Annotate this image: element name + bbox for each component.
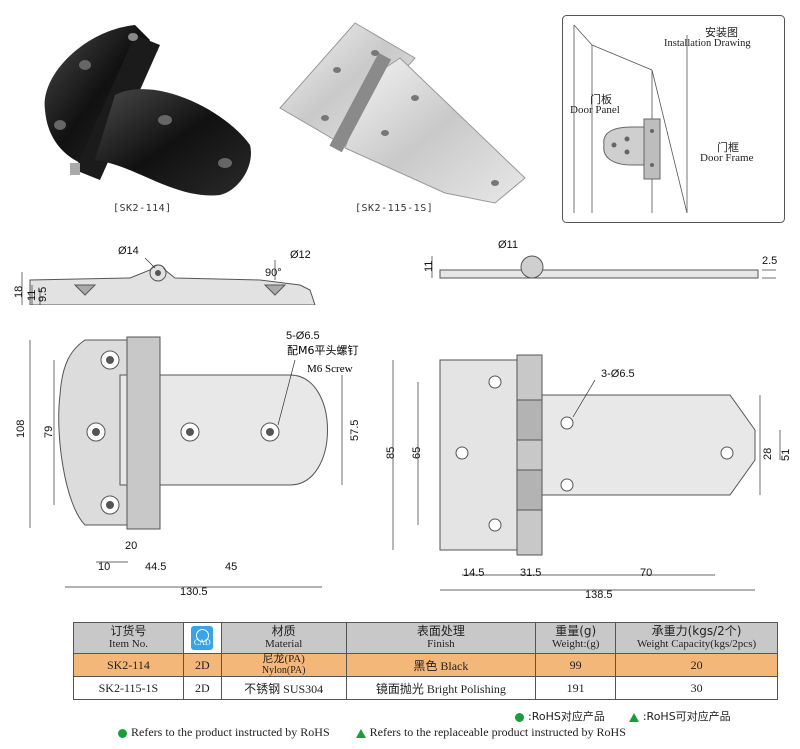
screw-note-en: M6 Screw — [307, 363, 353, 375]
dim-d14: Ø14 — [118, 245, 139, 257]
dim-h11: 11 — [26, 290, 38, 301]
dim-h18: 18 — [13, 286, 25, 298]
dim-w10: 10 — [98, 561, 110, 573]
black-hinge-photo — [25, 15, 260, 205]
dim-w315: 31.5 — [520, 567, 541, 579]
dim-h11-right: 11 — [423, 261, 435, 272]
dim-h65: 65 — [411, 447, 423, 459]
dim-90deg: 90° — [265, 267, 282, 279]
black-hinge-caption: [SK2-114] — [113, 203, 172, 214]
install-title-cn: 安装图 — [705, 26, 738, 39]
rohs-triangle-icon — [355, 728, 366, 738]
dim-t25: 2.5 — [762, 255, 777, 267]
door-frame-en: Door Frame — [700, 152, 754, 164]
dim-h51: 51 — [780, 449, 792, 461]
rohs-triangle-icon — [628, 712, 639, 722]
dim-h79: 79 — [43, 426, 55, 438]
dim-holes-left: 5-Ø6.5 — [286, 330, 320, 342]
dim-w445: 44.5 — [145, 561, 166, 573]
cell-item: SK2-115-1S — [73, 676, 184, 700]
dim-d11: Ø11 — [498, 239, 518, 251]
door-panel-en: Door Panel — [570, 104, 620, 116]
dim-w1305: 130.5 — [180, 586, 208, 598]
installation-drawing: 安装图 Installation Drawing 门板 Door Panel 门… — [562, 15, 785, 223]
cell-weight: 191 — [535, 676, 617, 700]
dim-h108: 108 — [15, 420, 27, 438]
dim-h85: 85 — [385, 447, 397, 459]
dim-w145: 14.5 — [463, 567, 484, 579]
header-weight: 重量(g)Weight:(g) — [535, 622, 617, 654]
dim-d12: Ø12 — [290, 249, 311, 261]
header-capacity: 承重力(kgs/2个)Weight Capacity(kgs/2pcs) — [615, 622, 778, 654]
front-view-right: 3-Ø6.5 85 65 28 51 14.5 31.5 70 138.5 — [385, 345, 795, 605]
rohs-dot-icon — [118, 728, 127, 738]
cell-cad[interactable]: 2D — [182, 653, 222, 677]
front-view-left: 5-Ø6.5 配M6平头螺钉 M6 Screw 108 79 57.5 20 1… — [0, 325, 390, 605]
dim-holes-right: 3-Ø6.5 — [601, 368, 635, 380]
cell-weight: 99 — [535, 653, 617, 677]
table-row: SK2-115-1S 2D 不锈钢 SUS304 镜面抛光 Bright Pol… — [73, 676, 778, 700]
header-cad: CAD — [182, 622, 222, 654]
steel-hinge-caption: [SK2-115-1S] — [355, 203, 434, 214]
legend-rohs-cn: :RoHS对应产品 :RoHS可对应产品 — [515, 708, 731, 724]
cell-cad[interactable]: 2D — [182, 676, 222, 700]
cell-material: 不锈钢 SUS304 — [220, 676, 347, 700]
legend-rohs-en: Refers to the product instructed by RoHS… — [118, 725, 626, 740]
door-frame-cn: 门框 — [717, 141, 739, 154]
side-view-right: Ø11 11 2.5 — [420, 236, 790, 291]
screw-note-cn: 配M6平头螺钉 — [287, 344, 359, 357]
cell-material: 尼龙(PA) Nylon(PA) — [220, 653, 347, 677]
dim-w70: 70 — [640, 567, 652, 579]
cell-item: SK2-114 — [73, 653, 184, 677]
cell-capacity: 20 — [615, 653, 778, 677]
cell-capacity: 30 — [615, 676, 778, 700]
rohs-dot-icon — [515, 712, 524, 722]
cell-finish: 镜面抛光 Bright Polishing — [345, 676, 537, 700]
install-title-en: Installation Drawing — [664, 38, 751, 49]
dim-w1385: 138.5 — [585, 589, 613, 601]
cell-finish: 黑色 Black — [345, 653, 537, 677]
table-row: SK2-114 2D 尼龙(PA) Nylon(PA) 黑色 Black 99 … — [73, 653, 778, 677]
dim-h28: 28 — [762, 448, 774, 460]
dim-h575: 57.5 — [349, 420, 361, 441]
dim-h95: 9.5 — [37, 287, 49, 302]
door-panel-cn: 门板 — [590, 93, 612, 106]
cad-icon: CAD — [191, 626, 214, 650]
steel-hinge-photo — [275, 18, 530, 208]
dim-w45: 45 — [225, 561, 237, 573]
dim-w20: 20 — [125, 540, 137, 552]
side-view-left: Ø14 Ø12 90° 18 11 9.5 — [10, 240, 330, 306]
